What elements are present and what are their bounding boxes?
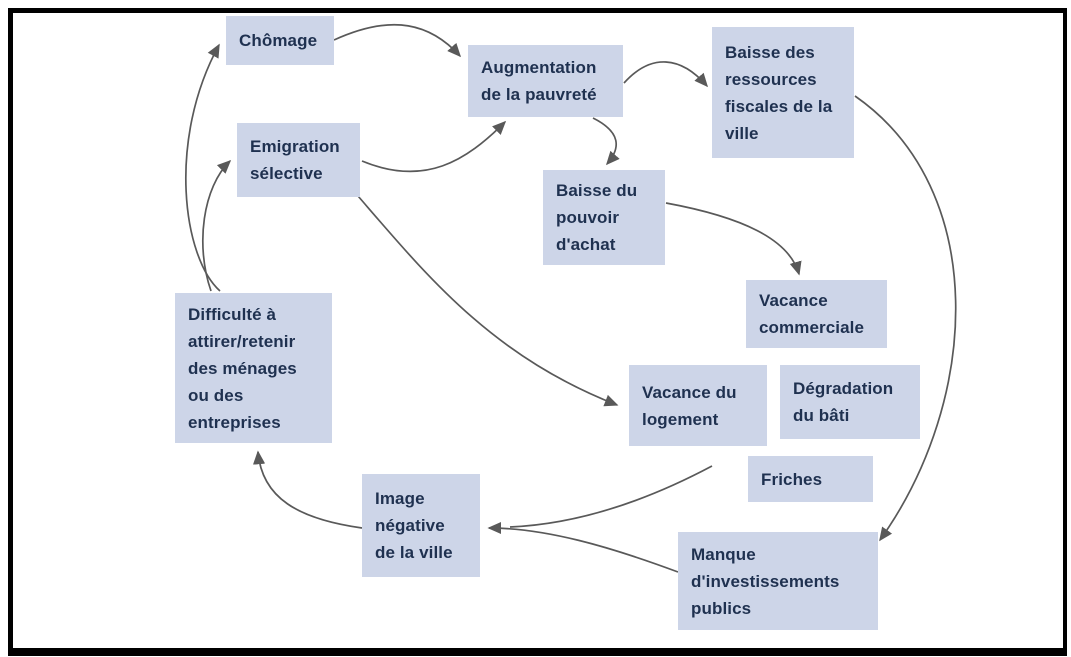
node-label-line: Baisse des bbox=[725, 42, 815, 62]
node-label-line: fiscales de la bbox=[725, 96, 833, 116]
node-label-line: commerciale bbox=[759, 318, 865, 337]
node-label-line: pouvoir bbox=[556, 208, 620, 227]
node-label-line: entreprises bbox=[188, 412, 281, 432]
edge-friches-to-image bbox=[509, 465, 713, 528]
node-chomage: Chômage bbox=[226, 16, 334, 65]
node-label-line: ressources bbox=[725, 69, 817, 89]
node-label-line: Augmentation bbox=[481, 58, 597, 77]
node-label-line: Chômage bbox=[239, 31, 318, 50]
node-label-line: des ménages bbox=[188, 358, 297, 378]
node-baisse_ressources: Baisse des ressources fiscales de la ville bbox=[712, 27, 854, 158]
node-label-line: Friches bbox=[761, 469, 823, 489]
node-label-line: Vacance du bbox=[642, 382, 737, 402]
node-label-line: Vacance bbox=[759, 291, 828, 310]
node-label-line: de la ville bbox=[375, 543, 453, 562]
node-label-line: négative bbox=[375, 516, 445, 535]
node-label-line: Manque bbox=[691, 544, 756, 564]
node-manque: Manque d'investissements publics bbox=[678, 532, 878, 630]
node-difficulte: Difficulté à attirer/retenir des ménages ou… bbox=[175, 293, 332, 443]
node-vacance_commerciale: Vacance commerciale bbox=[746, 280, 887, 348]
node-friches: Friches bbox=[748, 456, 873, 502]
edge-chomage-to-augmentation bbox=[333, 23, 462, 58]
edge-baisse_ressources-to-manque bbox=[854, 95, 957, 542]
edge-augmentation-to-baisse_ressources bbox=[623, 61, 709, 88]
node-label-line: Dégradation bbox=[793, 379, 894, 398]
edge-manque-to-image bbox=[487, 521, 679, 573]
edge-difficulte-to-emigration bbox=[202, 159, 232, 292]
node-label-line: d'investissements bbox=[691, 571, 840, 591]
node-label-line: ville bbox=[725, 123, 759, 143]
node-label-line: ou des bbox=[188, 385, 244, 405]
edge-augmentation-to-baisse_pouvoir bbox=[592, 117, 620, 166]
node-label-line: publics bbox=[691, 598, 752, 618]
node-degradation: Dégradation du bâti bbox=[780, 365, 920, 439]
node-label-line: Baisse du bbox=[556, 181, 638, 200]
node-label-line: Difficulté à bbox=[188, 304, 277, 324]
node-label-line: de la pauvreté bbox=[481, 85, 597, 104]
node-label-line: d'achat bbox=[556, 235, 616, 254]
edge-emigration-to-augmentation bbox=[361, 120, 507, 173]
edge-baisse_pouvoir-to-vacance_commerciale bbox=[665, 202, 802, 276]
node-label-line: sélective bbox=[250, 164, 323, 183]
node-label-line: du bâti bbox=[793, 406, 850, 425]
node-label-line: logement bbox=[642, 409, 719, 429]
edge-image-to-difficulte bbox=[252, 450, 363, 529]
node-label-line: attirer/retenir bbox=[188, 331, 296, 351]
node-label-line: Emigration bbox=[250, 137, 340, 156]
node-baisse_pouvoir: Baisse du pouvoir d'achat bbox=[543, 170, 665, 265]
node-augmentation: Augmentation de la pauvreté bbox=[468, 45, 623, 117]
node-vacance_logement: Vacance du logement bbox=[629, 365, 767, 446]
node-label-line: Image bbox=[375, 489, 425, 508]
node-image: Image négative de la ville bbox=[362, 474, 480, 577]
edge-emigration-to-vacance_logement bbox=[357, 195, 619, 407]
node-emigration: Emigration sélective bbox=[237, 123, 360, 197]
